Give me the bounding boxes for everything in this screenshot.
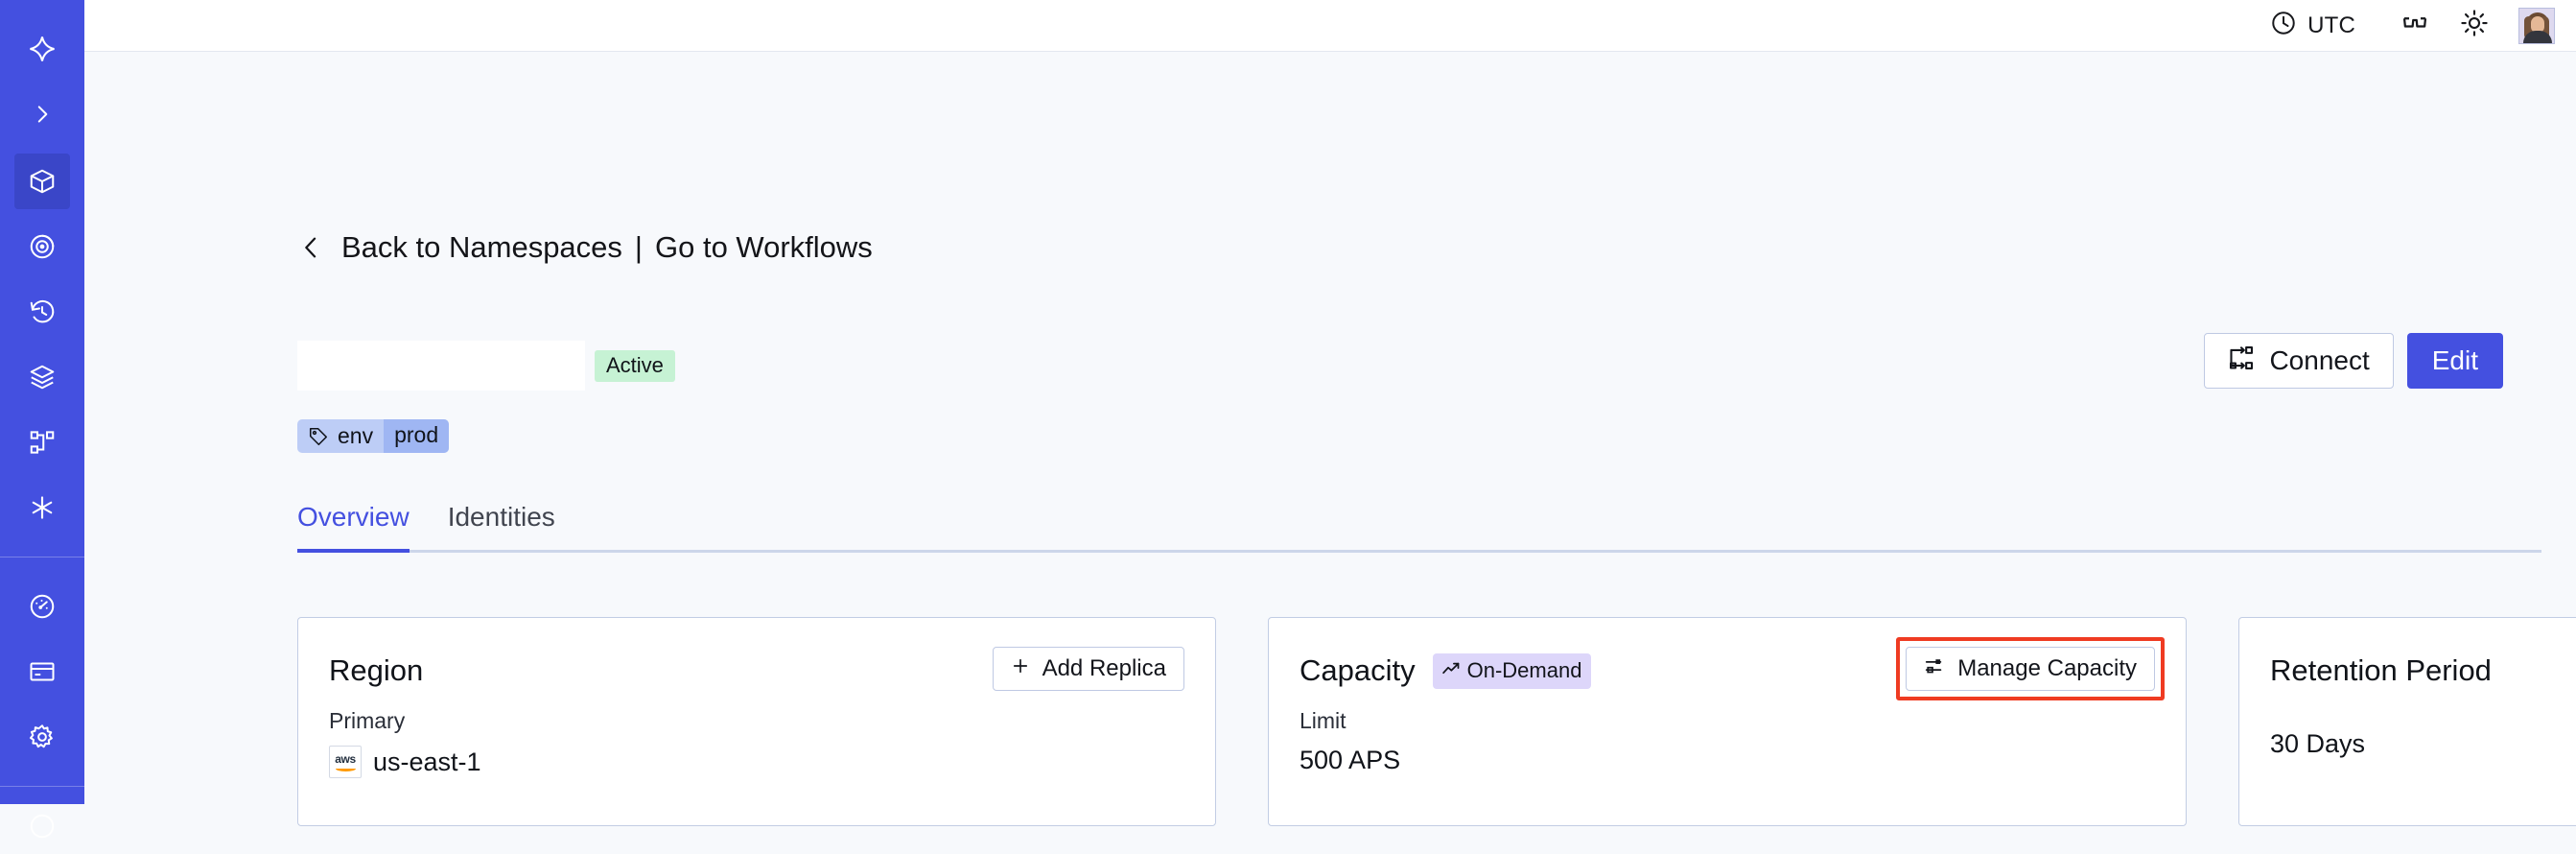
aws-swoosh — [335, 766, 356, 771]
connect-nodes-icon — [2228, 344, 2255, 378]
breadcrumb-divider: | — [634, 230, 643, 264]
glasses-icon — [2400, 9, 2429, 42]
asterisk-icon — [28, 493, 57, 522]
sidebar-divider-bottom — [0, 786, 84, 787]
retention-period-card: Retention Period 30 Days — [2238, 617, 2576, 826]
trend-up-icon — [1441, 659, 1461, 682]
avatar-body — [2523, 30, 2552, 43]
eye-icon — [28, 232, 57, 261]
avatar-hair-left — [2524, 15, 2533, 39]
avatar-hair-right — [2540, 15, 2549, 41]
region-primary-label: Primary — [329, 708, 406, 733]
help-circle-icon — [28, 812, 57, 841]
sliders-icon — [1924, 655, 1945, 683]
breadcrumb-workflows-link[interactable]: Go to Workflows — [654, 230, 873, 264]
add-replica-label: Add Replica — [1042, 655, 1166, 681]
avatar[interactable] — [2518, 7, 2555, 44]
region-card: Region Primary aws us-east-1 Add Replica — [297, 617, 1216, 826]
tab-identities-label: Identities — [447, 502, 555, 532]
sidebar-item-layers[interactable] — [14, 349, 70, 405]
tag-icon — [308, 426, 329, 447]
on-demand-badge: On-Demand — [1432, 652, 1592, 689]
clock-icon — [2270, 10, 2297, 41]
retention-card-title: Retention Period — [2270, 653, 2492, 687]
region-value-row: aws us-east-1 — [329, 746, 1184, 778]
manage-capacity-highlight: Manage Capacity — [1896, 637, 2165, 700]
capacity-value: 500 APS — [1300, 746, 1401, 774]
overview-cards: Region Primary aws us-east-1 Add Replica — [297, 617, 2576, 826]
temporal-logo-icon — [28, 35, 57, 63]
breadcrumb: Back to Namespaces | Go to Workflows — [297, 230, 873, 265]
retention-card-header: Retention Period — [2270, 647, 2571, 695]
region-value: us-east-1 — [373, 747, 481, 776]
tab-overview[interactable]: Overview — [297, 502, 410, 553]
header-actions: Connect Edit — [2204, 333, 2503, 389]
tag-key: env — [338, 423, 374, 448]
aws-logo-word: aws — [335, 751, 356, 766]
capacity-card-header: Capacity On-Demand — [1300, 647, 2155, 695]
layers-icon — [28, 363, 57, 391]
breadcrumb-back-link[interactable]: Back to Namespaces — [341, 230, 622, 264]
sidebar-item-expand[interactable] — [14, 86, 70, 142]
gauge-icon — [28, 592, 57, 621]
tab-identities[interactable]: Identities — [448, 502, 555, 550]
timezone-selector[interactable]: UTC — [2270, 10, 2355, 41]
chevron-right-icon — [30, 102, 55, 127]
clock-rewind-icon — [28, 297, 57, 326]
tag-value: prod — [384, 419, 450, 453]
sidebar-item-namespaces[interactable] — [14, 154, 70, 209]
sidebar — [0, 0, 84, 839]
capacity-card: Capacity On-Demand Limit 500 APS — [1268, 617, 2187, 826]
namespace-tag[interactable]: env prod — [297, 419, 450, 453]
sidebar-item-usage[interactable] — [14, 579, 70, 634]
manage-capacity-button[interactable]: Manage Capacity — [1906, 647, 2155, 691]
workflow-graph-icon — [28, 428, 57, 457]
manage-capacity-label: Manage Capacity — [1957, 655, 2137, 681]
cube-icon — [28, 167, 57, 196]
sidebar-item-workflows[interactable] — [14, 415, 70, 470]
capacity-card-title: Capacity — [1300, 653, 1416, 687]
timezone-label: UTC — [2307, 12, 2355, 38]
plus-icon — [1011, 655, 1030, 682]
sidebar-item-observability[interactable] — [14, 219, 70, 274]
sun-icon — [2460, 9, 2489, 42]
sidebar-item-settings[interactable] — [14, 709, 70, 765]
top-header-bar: UTC — [84, 0, 2576, 52]
capacity-limit-label: Limit — [1300, 708, 1347, 733]
namespace-title-row: Active — [297, 341, 675, 391]
aws-logo-icon: aws — [329, 746, 362, 778]
gear-icon — [28, 723, 57, 751]
edit-button-label: Edit — [2431, 345, 2478, 375]
sidebar-item-schedules[interactable] — [14, 284, 70, 340]
status-badge: Active — [595, 349, 675, 382]
sidebar-item-help[interactable] — [14, 798, 70, 854]
connect-button-label: Connect — [2269, 345, 2370, 375]
credit-card-icon — [28, 657, 57, 686]
main-content: Back to Namespaces | Go to Workflows Act… — [84, 53, 2576, 826]
add-replica-button[interactable]: Add Replica — [992, 647, 1184, 691]
on-demand-badge-label: On-Demand — [1466, 657, 1582, 682]
sidebar-item-nexus[interactable] — [14, 480, 70, 535]
sidebar-item-logo[interactable] — [14, 21, 70, 77]
edit-button[interactable]: Edit — [2406, 333, 2503, 389]
retention-value: 30 Days — [2270, 729, 2366, 758]
theme-toggle-button[interactable] — [2453, 5, 2495, 47]
tab-bar: Overview Identities — [297, 502, 2541, 553]
tab-overview-label: Overview — [297, 502, 410, 532]
region-card-title: Region — [329, 653, 424, 687]
page-title — [297, 341, 585, 391]
avatar-face — [2531, 15, 2544, 33]
connect-button[interactable]: Connect — [2204, 333, 2394, 389]
sidebar-item-billing[interactable] — [14, 644, 70, 700]
glasses-button[interactable] — [2394, 5, 2436, 47]
chevron-left-icon[interactable] — [297, 233, 324, 262]
region-card-header: Region — [329, 647, 1184, 695]
